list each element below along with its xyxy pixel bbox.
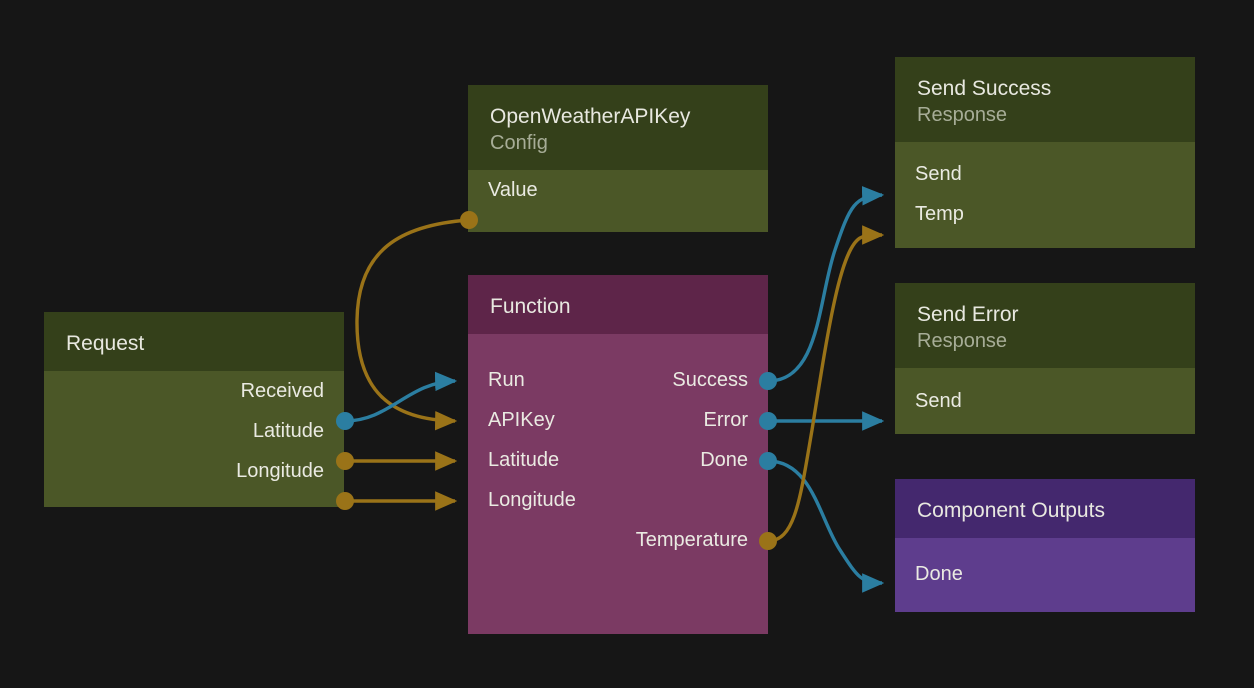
node-function[interactable]: Function Run APIKey Latitude Longitude S… xyxy=(468,275,768,634)
port-function-error[interactable]: Error xyxy=(468,400,768,440)
port-request-received[interactable]: Received xyxy=(44,371,344,411)
wire-function-done-to-componentoutputs-done xyxy=(767,459,885,593)
node-send-success-header[interactable]: Send Success Response xyxy=(895,57,1195,142)
port-function-done[interactable]: Done xyxy=(468,440,768,480)
port-label-latitude: Latitude xyxy=(252,420,324,442)
port-label-component-done: Done xyxy=(915,563,963,585)
node-send-error-header[interactable]: Send Error Response xyxy=(895,283,1195,368)
node-component-outputs-header[interactable]: Component Outputs xyxy=(895,479,1195,538)
wire-function-success-to-sendsuccess-send xyxy=(767,186,885,383)
port-label-longitude: Longitude xyxy=(236,460,324,482)
node-send-error-title: Send Error xyxy=(917,303,1019,326)
port-label-temp: Temp xyxy=(915,203,964,225)
port-label-send-error: Send xyxy=(915,390,962,412)
node-request-body: Received Latitude Longitude xyxy=(44,371,344,507)
node-send-error-body: Send xyxy=(895,368,1195,434)
node-send-success-title: Send Success xyxy=(917,77,1052,100)
node-send-success-body: Send Temp xyxy=(895,142,1195,248)
port-function-longitude[interactable]: Longitude xyxy=(468,480,768,520)
wire-function-temperature-to-sendsuccess-temp xyxy=(767,225,885,543)
node-request-header[interactable]: Request xyxy=(44,312,344,371)
node-send-error[interactable]: Send Error Response Send xyxy=(895,283,1195,434)
wire-request-received-to-function-run xyxy=(344,371,458,423)
port-function-run[interactable]: Run xyxy=(468,360,768,400)
node-send-error-subtitle: Response xyxy=(917,330,1008,352)
port-componentoutputs-done[interactable]: Done xyxy=(895,554,1195,594)
node-component-outputs-body: Done xyxy=(895,538,1195,612)
port-function-latitude[interactable]: Latitude xyxy=(468,440,768,480)
node-function-header[interactable]: Function xyxy=(468,275,768,334)
node-component-outputs[interactable]: Component Outputs Done xyxy=(895,479,1195,612)
port-label-received: Received xyxy=(240,380,324,402)
node-function-title: Function xyxy=(490,295,571,318)
node-request-title: Request xyxy=(66,332,145,355)
port-sendsuccess-send[interactable]: Send xyxy=(895,154,1195,194)
port-label-done: Done xyxy=(700,449,748,471)
node-openweatherapikey-body: Value xyxy=(468,170,768,232)
port-request-longitude[interactable]: Longitude xyxy=(44,451,344,491)
port-label-function-longitude: Longitude xyxy=(488,489,576,511)
port-senderror-send[interactable]: Send xyxy=(895,381,1195,421)
node-openweatherapikey-subtitle: Config xyxy=(490,132,548,154)
port-function-apikey[interactable]: APIKey xyxy=(468,400,768,440)
node-send-success-subtitle: Response xyxy=(917,104,1008,126)
port-sendsuccess-temp[interactable]: Temp xyxy=(895,194,1195,234)
node-openweatherapikey[interactable]: OpenWeatherAPIKey Config Value xyxy=(468,85,768,232)
port-label-function-latitude: Latitude xyxy=(488,449,560,471)
port-function-success[interactable]: Success xyxy=(468,360,768,400)
node-component-outputs-title: Component Outputs xyxy=(917,499,1105,522)
port-label-send-success: Send xyxy=(915,163,962,185)
port-function-temperature[interactable]: Temperature xyxy=(468,520,768,560)
node-openweatherapikey-header[interactable]: OpenWeatherAPIKey Config xyxy=(468,85,768,170)
node-send-success[interactable]: Send Success Response Send Temp xyxy=(895,57,1195,248)
node-request[interactable]: Request Received Latitude Longitude xyxy=(44,312,344,507)
wire-config-value-to-function-apikey xyxy=(355,218,470,431)
port-config-value[interactable]: Value xyxy=(468,170,768,210)
port-label-value: Value xyxy=(488,179,538,201)
node-function-body: Run APIKey Latitude Longitude Success Er… xyxy=(468,334,768,634)
node-openweatherapikey-title: OpenWeatherAPIKey xyxy=(490,105,691,128)
port-label-success: Success xyxy=(672,369,748,391)
port-label-apikey: APIKey xyxy=(488,409,555,431)
port-label-temperature: Temperature xyxy=(635,529,748,551)
port-label-error: Error xyxy=(703,409,748,431)
port-label-run: Run xyxy=(488,369,525,391)
port-request-latitude[interactable]: Latitude xyxy=(44,411,344,451)
